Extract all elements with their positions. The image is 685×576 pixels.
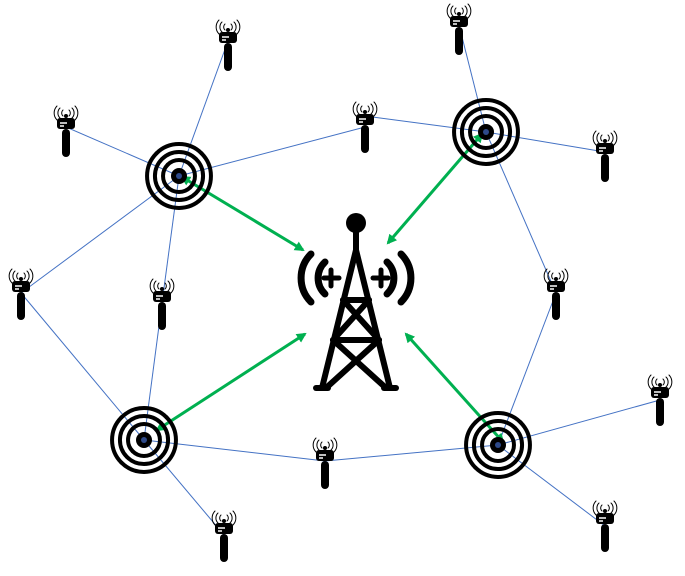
wireless-sensor-icon <box>592 130 618 183</box>
link <box>458 24 487 133</box>
wireless-sensor-icon <box>592 500 618 553</box>
uplink-arrow <box>180 175 305 252</box>
link <box>65 126 180 177</box>
wireless-sensor-icon <box>312 437 338 490</box>
wireless-sensor-icon <box>149 278 175 331</box>
radio-wave-node-icon <box>464 411 532 479</box>
link <box>497 399 661 446</box>
uplink-arrow <box>404 332 505 444</box>
wireless-sensor-icon <box>211 510 237 563</box>
link <box>497 444 606 527</box>
uplink-arrow <box>386 132 484 245</box>
link <box>364 115 487 133</box>
link <box>485 131 557 294</box>
wireless-sensor-icon <box>53 105 79 158</box>
wireless-sensor-icon <box>446 3 472 56</box>
sensor-nodes <box>8 3 673 563</box>
radio-wave-node-icon <box>452 98 520 166</box>
radio-wave-node-icon <box>145 142 213 210</box>
wireless-sensor-icon <box>8 268 34 321</box>
link <box>178 126 366 177</box>
wireless-sensor-icon <box>352 101 378 154</box>
uplink-arrow <box>155 332 307 432</box>
link <box>20 292 145 441</box>
radio-wave-node-icon <box>110 406 178 474</box>
link <box>143 439 225 536</box>
link <box>324 444 499 462</box>
wireless-sensor-icon <box>543 268 569 321</box>
link <box>485 131 606 153</box>
link <box>20 175 180 294</box>
link <box>497 292 557 446</box>
cell-tower-icon <box>297 213 415 391</box>
link <box>161 175 180 304</box>
wireless-sensor-icon <box>647 374 673 427</box>
